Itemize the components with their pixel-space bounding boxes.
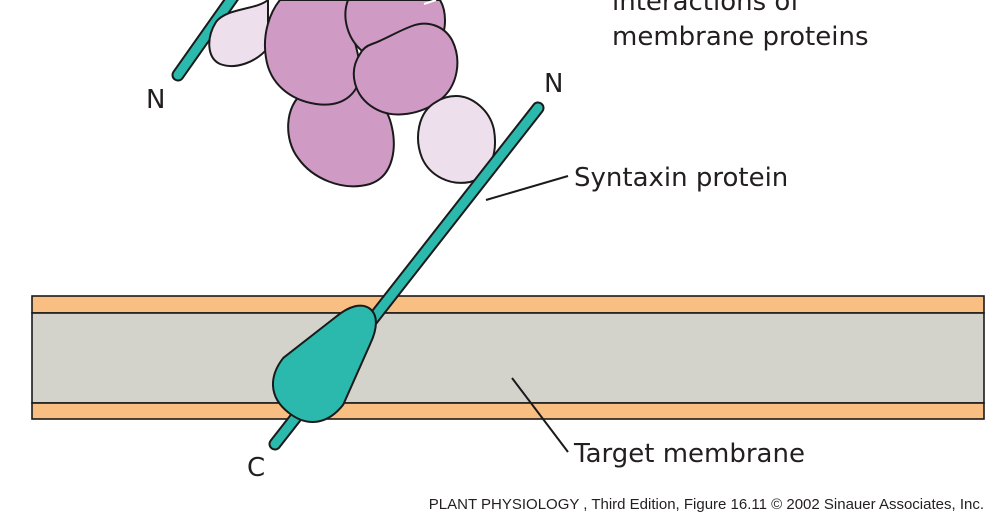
membrane-outer-top	[31, 295, 985, 314]
protein-highlight-icon	[423, 0, 437, 5]
syntaxin-anchor	[272, 304, 377, 423]
syntaxin-leader-line	[485, 175, 569, 201]
protein-lobe-dark-right	[352, 22, 459, 116]
protein-lobe-light-left	[208, 0, 269, 67]
membrane-leader-line	[511, 377, 569, 453]
protein-complex	[208, 0, 496, 188]
figure-caption: PLANT PHYSIOLOGY , Third Edition, Figure…	[429, 496, 984, 513]
n-terminus-left-label: N	[146, 85, 165, 115]
heading-line-1: interactions of	[612, 0, 800, 17]
syntaxin-protein	[268, 101, 545, 451]
membrane-outer-bottom	[31, 402, 985, 420]
syntaxin-rod-left	[171, 0, 239, 82]
membrane-label: Target membrane	[573, 439, 805, 469]
n-terminus-right-label: N	[544, 69, 563, 99]
membrane-core	[31, 312, 985, 404]
c-terminus-label: C	[247, 453, 265, 483]
syntaxin-label: Syntaxin protein	[574, 163, 788, 193]
target-membrane	[31, 295, 985, 420]
heading-line-2: membrane proteins	[612, 22, 868, 52]
